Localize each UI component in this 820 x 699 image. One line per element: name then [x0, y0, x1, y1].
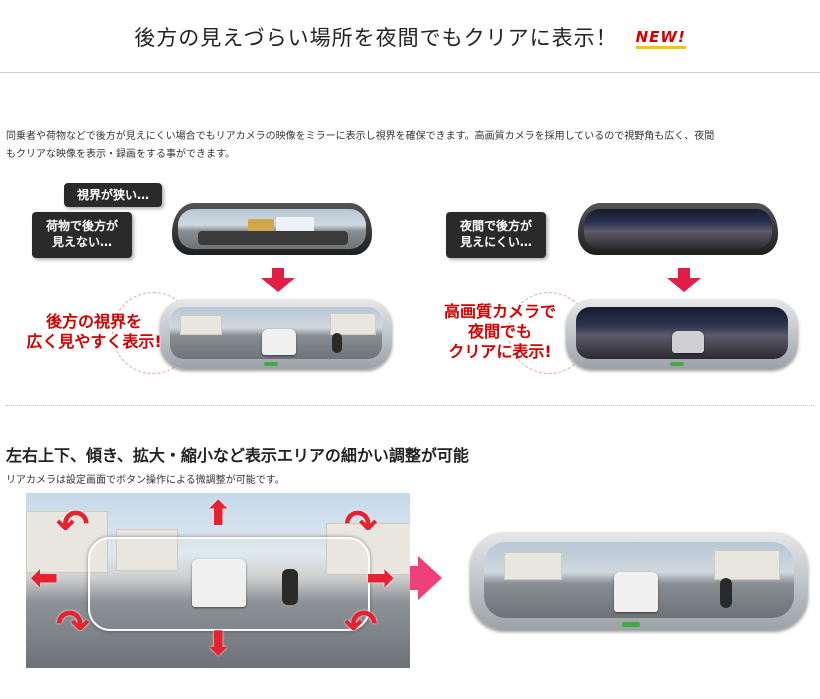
adjust-demo-image: ⬆ ⬇ ⬅ ➡ ↶ ↷ ↷ ↶ — [26, 493, 410, 668]
header-divider — [0, 72, 820, 73]
arrow-down-left-shaft — [272, 268, 284, 278]
mirror-before-night-view — [584, 209, 772, 249]
bubble-narrow-view: 視界が狭い… — [64, 183, 162, 207]
bubble-night-line-1: 夜間で後方が — [459, 219, 532, 233]
pink-arrow-shaft — [410, 566, 420, 590]
mirror-adjusted — [470, 532, 808, 630]
label-left-line-2: 広く見やすく表示! — [26, 332, 162, 351]
intro-line-1: 同乗者や荷物などで後方が見えにくい場合でもリアカメラの映像をミラーに表示し視界を… — [6, 131, 715, 142]
rotate-top-left-icon: ↶ — [56, 502, 90, 548]
arrow-down-right-shaft — [678, 268, 690, 278]
rotate-bottom-right-icon: ↶ — [344, 602, 378, 648]
pink-arrow-right-icon — [418, 556, 442, 600]
arrow-down-right — [667, 278, 701, 292]
bubble-night-line-2: 見えにくい… — [460, 235, 532, 249]
label-right-line-3: クリアに表示! — [448, 342, 552, 361]
arrow-right-icon: ➡ — [366, 558, 395, 598]
section-subtext: リアカメラは設定画面でボタン操作による微調整が可能です。 — [6, 475, 285, 486]
label-right-line-2: 夜間でも — [467, 322, 532, 341]
mirror-after-night — [566, 299, 798, 369]
intro-text: 同乗者や荷物などで後方が見えにくい場合でもリアカメラの映像をミラーに表示し視界を… — [6, 128, 806, 164]
arrow-up-icon: ⬆ — [204, 494, 233, 534]
section-heading: 左右上下、傾き、拡大・縮小など表示エリアの細かい調整が可能 — [6, 446, 469, 465]
title-text: 後方の見えづらい場所を夜間でもクリアに表示！ — [134, 26, 618, 50]
new-badge: NEW! — [635, 28, 686, 49]
label-right: 高画質カメラで 夜間でも クリアに表示! — [430, 302, 570, 362]
page-title: 後方の見えづらい場所を夜間でもクリアに表示！ NEW! — [0, 22, 820, 52]
display-area-frame — [88, 537, 370, 631]
rotate-top-right-icon: ↷ — [344, 502, 378, 548]
mirror-adjusted-view — [484, 542, 794, 618]
mirror-before-day — [172, 203, 372, 255]
mirror-after-day-view — [170, 307, 382, 359]
mirror-before-day-view — [178, 209, 366, 249]
mirror-after-night-view — [576, 307, 788, 359]
arrow-left-icon: ⬅ — [30, 558, 59, 598]
label-left: 後方の視界を 広く見やすく表示! — [20, 312, 168, 352]
section-divider — [6, 405, 814, 406]
arrow-down-left — [261, 278, 295, 292]
mirror-after-day — [160, 299, 392, 369]
label-right-line-1: 高画質カメラで — [443, 302, 556, 321]
mirror-before-night — [578, 203, 778, 255]
arrow-down-icon: ⬇ — [204, 624, 233, 664]
bubble-night: 夜間で後方が 見えにくい… — [446, 212, 546, 258]
bubble-luggage-line-1: 荷物で後方が — [45, 219, 118, 233]
bubble-luggage: 荷物で後方が 見えない… — [32, 212, 132, 258]
bubble-luggage-line-2: 見えない… — [51, 235, 112, 249]
label-left-line-1: 後方の視界を — [45, 312, 142, 331]
rotate-bottom-left-icon: ↷ — [56, 602, 90, 648]
intro-line-2: もクリアな映像を表示・録画をする事ができます。 — [6, 149, 235, 160]
